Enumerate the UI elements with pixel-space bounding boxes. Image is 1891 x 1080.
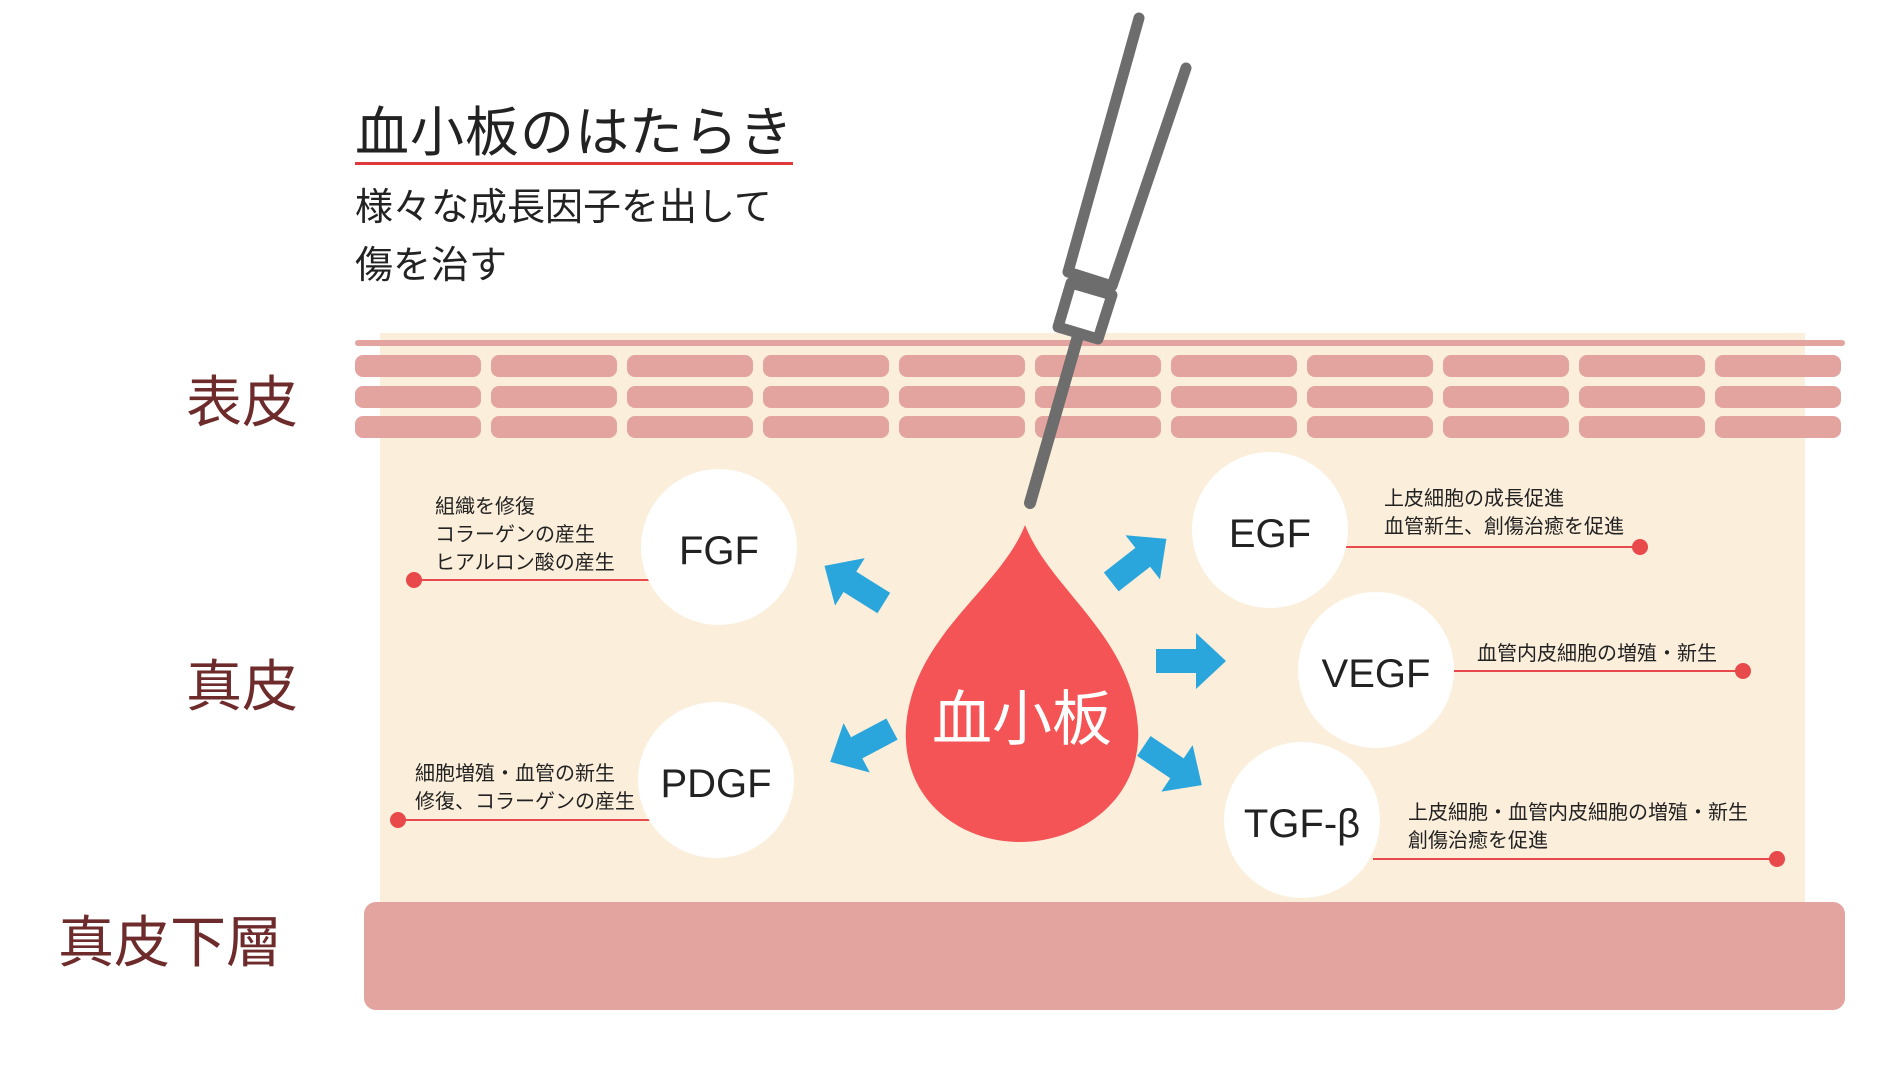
subtitle-line: 様々な成長因子を出して xyxy=(355,185,772,229)
subtitle: 様々な成長因子を出して 傷を治す xyxy=(355,178,772,294)
page-title: 血小板のはたらき xyxy=(355,101,794,164)
egf-label: EGF xyxy=(1229,512,1311,556)
vegf-description: 血管内皮細胞の増殖・新生 xyxy=(1477,639,1717,667)
epidermis-cell xyxy=(1443,386,1569,408)
description-line: コラーゲンの産生 xyxy=(435,522,595,546)
epidermis-cell xyxy=(763,355,889,377)
subcutis-label: 真皮下層 xyxy=(58,911,282,976)
epidermis-label: 表皮 xyxy=(186,371,298,436)
arrows xyxy=(824,535,1226,792)
epidermis-cell xyxy=(355,386,481,408)
description-line: ヒアルロン酸の産生 xyxy=(435,550,615,574)
egf-circle xyxy=(1192,452,1348,608)
epidermis-cell xyxy=(1171,416,1297,438)
epidermis-cell xyxy=(1579,386,1705,408)
epidermis-cell xyxy=(491,355,617,377)
epidermis-cell xyxy=(1443,416,1569,438)
arrow-to-egf-icon xyxy=(1103,535,1167,592)
pdgf-description: 細胞増殖・血管の新生 修復、コラーゲンの産生 xyxy=(415,759,635,815)
description-line: 上皮細胞の成長促進 xyxy=(1384,486,1564,510)
epidermis-cell xyxy=(355,355,481,377)
blood-drop-icon xyxy=(905,525,1139,842)
epidermis-cell xyxy=(1307,355,1433,377)
egf-leader-dot xyxy=(1632,539,1648,555)
fgf-description: 組織を修復 コラーゲンの産生 ヒアルロン酸の産生 xyxy=(435,492,615,576)
epidermis-cell xyxy=(627,416,753,438)
description-line: 修復、コラーゲンの産生 xyxy=(415,789,635,813)
epidermis-cell xyxy=(763,386,889,408)
arrow-to-fgf-icon xyxy=(824,558,891,614)
arrow-to-vegf-icon xyxy=(1156,633,1226,689)
epidermis-cell xyxy=(1171,355,1297,377)
epidermis-cell xyxy=(1715,416,1841,438)
pdgf-label: PDGF xyxy=(660,762,771,806)
subcutis-band xyxy=(364,902,1845,1010)
epidermis-cell xyxy=(899,355,1025,377)
description-line: 血管新生、創傷治癒を促進 xyxy=(1384,514,1624,538)
epidermis-cell xyxy=(1443,355,1569,377)
epidermis-cell xyxy=(1171,386,1297,408)
tgf-description: 上皮細胞・血管内皮細胞の増殖・新生 創傷治癒を促進 xyxy=(1408,798,1748,854)
dermis-label: 真皮 xyxy=(186,655,298,720)
epidermis-cells xyxy=(355,355,1841,438)
subtitle-line: 傷を治す xyxy=(355,243,508,287)
tgf-circle xyxy=(1224,742,1380,898)
vegf-circle xyxy=(1298,592,1454,748)
epidermis-cell xyxy=(1307,386,1433,408)
epidermis-cell xyxy=(1307,416,1433,438)
epidermis-cell xyxy=(899,386,1025,408)
epidermis-cell xyxy=(627,355,753,377)
pdgf-circle xyxy=(638,702,794,858)
tgf-leader-dot xyxy=(1769,851,1785,867)
epidermis-cell xyxy=(763,416,889,438)
description-line: 細胞増殖・血管の新生 xyxy=(415,761,615,785)
syringe-icon xyxy=(1024,12,1192,509)
platelet-label: 血小板 xyxy=(932,685,1112,755)
epidermis-cell xyxy=(1579,355,1705,377)
epidermis-cell xyxy=(1035,416,1161,438)
tgf-label: TGF-β xyxy=(1244,802,1360,846)
epidermis-cell xyxy=(1579,416,1705,438)
fgf-leader-dot xyxy=(406,572,422,588)
epidermis-cell xyxy=(627,386,753,408)
arrow-to-tgf-icon xyxy=(1137,736,1202,792)
egf-description: 上皮細胞の成長促進 血管新生、創傷治癒を促進 xyxy=(1384,484,1624,540)
epidermis-cell xyxy=(491,386,617,408)
fgf-circle xyxy=(641,469,797,625)
description-line: 組織を修復 xyxy=(435,494,535,518)
vegf-leader-dot xyxy=(1735,663,1751,679)
fgf-label: FGF xyxy=(679,529,759,573)
vegf-label: VEGF xyxy=(1322,652,1431,696)
description-line: 血管内皮細胞の増殖・新生 xyxy=(1477,641,1717,665)
epidermis-cell xyxy=(1715,386,1841,408)
description-line: 上皮細胞・血管内皮細胞の増殖・新生 xyxy=(1408,800,1748,824)
epidermis-cell xyxy=(1715,355,1841,377)
epidermis-cell xyxy=(491,416,617,438)
description-line: 創傷治癒を促進 xyxy=(1408,828,1548,852)
epidermis-cell xyxy=(355,416,481,438)
title-underline xyxy=(355,162,793,165)
epidermis-cell xyxy=(899,416,1025,438)
pdgf-leader-dot xyxy=(390,812,406,828)
epidermis-cell xyxy=(1035,355,1161,377)
arrow-to-pdgf-icon xyxy=(830,718,898,773)
